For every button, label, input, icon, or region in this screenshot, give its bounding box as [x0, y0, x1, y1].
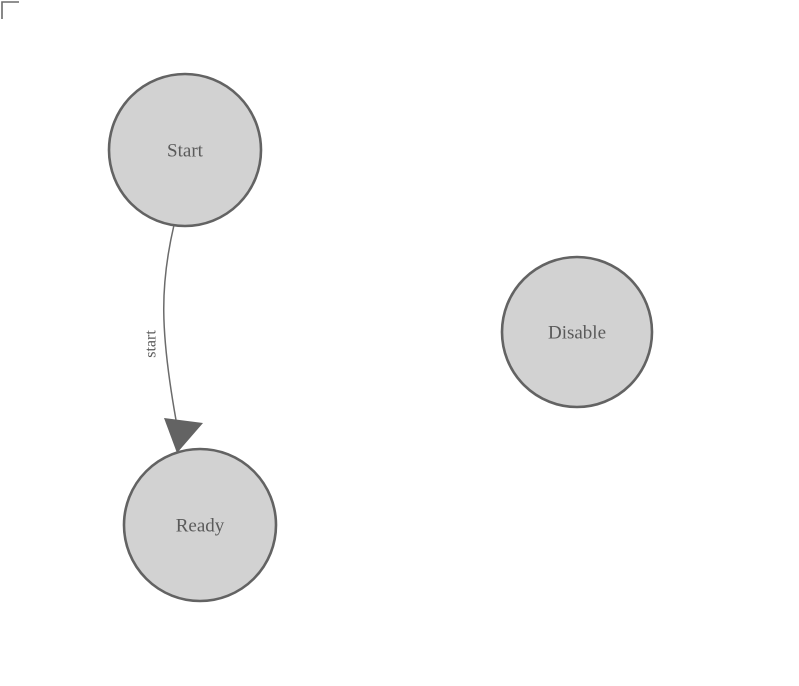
corner-bracket-mark	[1, 1, 19, 19]
node-start-circle	[107, 72, 263, 228]
node-disable[interactable]: Disable	[500, 255, 654, 409]
node-ready-circle	[122, 447, 278, 603]
edge-arrowhead	[164, 418, 203, 453]
node-disable-circle	[500, 255, 654, 409]
edge-label-start: start	[143, 330, 160, 358]
edge-path	[162, 224, 177, 421]
edge-start-to-ready[interactable]: start	[143, 224, 204, 453]
node-ready[interactable]: Ready	[122, 447, 278, 603]
node-start[interactable]: Start	[107, 72, 263, 228]
